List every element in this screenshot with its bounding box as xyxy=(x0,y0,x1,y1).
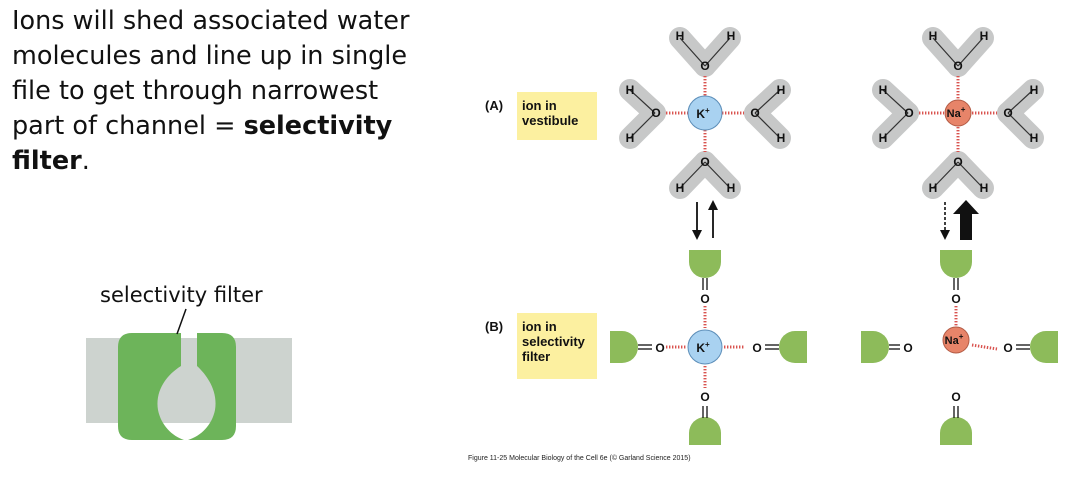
channel-label: selectivity filter xyxy=(100,283,263,307)
panel-a-label-box: ion in vestibule xyxy=(517,92,597,140)
water-molecule xyxy=(922,151,994,199)
carbonyl-group xyxy=(940,417,972,445)
panel-b-sodium xyxy=(861,250,1058,445)
oxygen-label: O xyxy=(700,390,709,404)
carbonyl-group xyxy=(610,331,638,363)
water-molecule xyxy=(872,79,919,149)
potassium-equilibrium-arrows xyxy=(692,200,718,240)
hydrogen-label: H xyxy=(727,181,736,195)
membrane xyxy=(86,338,292,423)
panel-a-potassium xyxy=(619,27,791,199)
hydrogen-label: H xyxy=(777,131,786,145)
channel-pointer-line xyxy=(176,308,187,335)
oxygen-label: O xyxy=(904,106,913,120)
hydrogen-label: H xyxy=(879,83,888,97)
potassium-ion-label: K+ xyxy=(696,106,710,121)
oxygen-label: O xyxy=(1003,341,1012,355)
carbonyl-group xyxy=(1030,331,1058,363)
hydrogen-label: H xyxy=(676,181,685,195)
oxygen-label: O xyxy=(953,155,962,169)
hydrogen-label: H xyxy=(1030,131,1039,145)
carbonyl-group xyxy=(861,331,889,363)
hydrogen-label: H xyxy=(1030,83,1039,97)
oxygen-label: O xyxy=(752,341,761,355)
intro-end: . xyxy=(81,146,90,176)
carbonyl-group xyxy=(940,250,972,278)
panel-a-label: ion in vestibule xyxy=(522,98,579,128)
oxygen-label: O xyxy=(700,59,709,73)
hydrogen-label: H xyxy=(980,29,989,43)
channel-right-half xyxy=(188,333,236,440)
oxygen-label: O xyxy=(750,106,759,120)
water-molecule xyxy=(669,151,741,199)
sodium-ion-label: Na+ xyxy=(945,332,964,347)
hydrogen-label: H xyxy=(929,181,938,195)
potassium-ion-label: K+ xyxy=(696,340,710,355)
hydrogen-label: H xyxy=(980,181,989,195)
panel-a-letter: (A) xyxy=(485,98,504,113)
water-molecule xyxy=(744,79,791,149)
intro-text: Ions will shed associated water molecule… xyxy=(12,6,410,141)
carbonyl-group xyxy=(689,250,721,278)
oxygen-label: O xyxy=(700,155,709,169)
potassium-ion xyxy=(687,95,723,131)
hydrogen-label: H xyxy=(676,29,685,43)
water-molecule xyxy=(619,79,666,149)
oxygen-label: O xyxy=(651,106,660,120)
hydrogen-label: H xyxy=(929,29,938,43)
panel-b-label: ion in selectivity filter xyxy=(522,319,585,364)
panel-a-sodium xyxy=(872,27,1044,199)
panel-b-label-box: ion in selectivity filter xyxy=(517,313,597,379)
sodium-equilibrium-arrows xyxy=(940,200,979,240)
intro-paragraph: Ions will shed associated water molecule… xyxy=(12,4,412,179)
oxygen-label: O xyxy=(655,341,664,355)
sodium-ion xyxy=(944,99,972,127)
hydrogen-label: H xyxy=(879,131,888,145)
intro-bold-term: selectivity filter xyxy=(12,111,393,176)
hydrogen-label: H xyxy=(727,29,736,43)
oxygen-label: O xyxy=(1003,106,1012,120)
sodium-ion xyxy=(942,326,970,354)
potassium-ion xyxy=(687,329,723,365)
oxygen-label: O xyxy=(953,59,962,73)
oxygen-label: O xyxy=(700,292,709,306)
panel-b-potassium xyxy=(610,250,807,445)
oxygen-label: O xyxy=(903,341,912,355)
carbonyl-group xyxy=(689,417,721,445)
oxygen-label: O xyxy=(951,292,960,306)
panel-b-letter: (B) xyxy=(485,319,504,334)
carbonyl-group xyxy=(779,331,807,363)
figure-caption: Figure 11-25 Molecular Biology of the Ce… xyxy=(468,455,691,462)
hydrogen-label: H xyxy=(626,131,635,145)
water-molecule xyxy=(997,79,1044,149)
channel-cartoon xyxy=(86,308,292,440)
channel-left-half xyxy=(118,333,184,440)
hydrogen-label: H xyxy=(777,83,786,97)
hydrogen-label: H xyxy=(626,83,635,97)
water-molecule xyxy=(922,27,994,77)
sodium-ion-label: Na+ xyxy=(947,105,966,120)
oxygen-label: O xyxy=(951,390,960,404)
water-molecule xyxy=(669,27,741,77)
